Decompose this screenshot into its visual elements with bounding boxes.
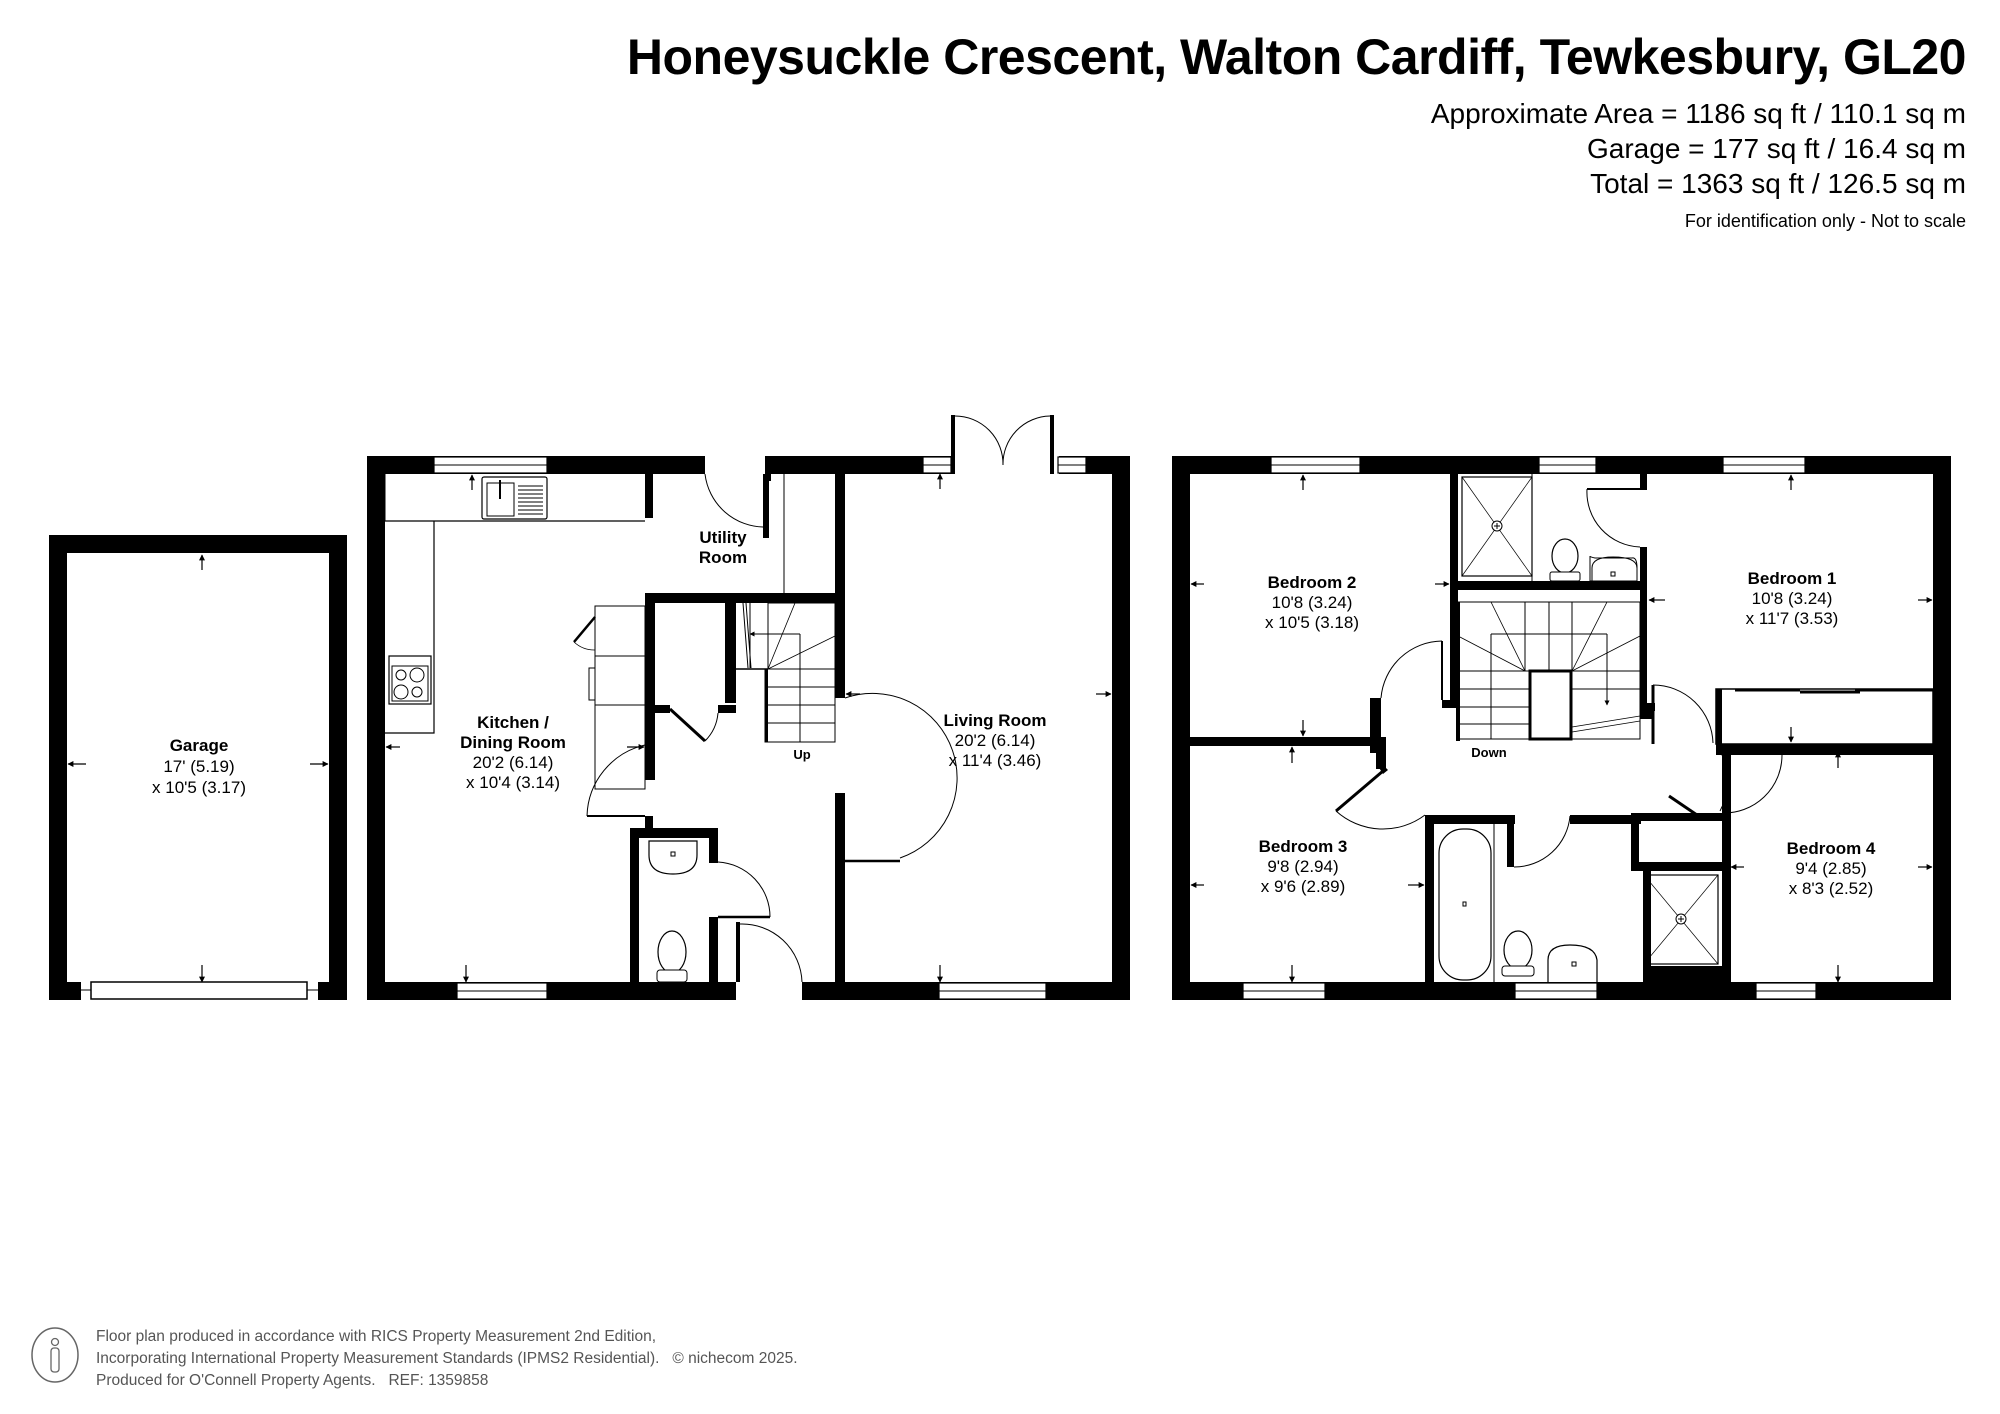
bath-icon	[1438, 828, 1492, 981]
footer-line-2: Incorporating International Property Mea…	[96, 1350, 660, 1367]
utility-label-2: Room	[699, 548, 747, 567]
bedroom1-dim-2: x 11'7 (3.53)	[1746, 609, 1839, 628]
front-door	[739, 923, 803, 983]
french-door-left	[954, 415, 1004, 466]
scale-disclaimer: For identification only - Not to scale	[1684, 211, 1966, 231]
living-dim-2: x 11'4 (3.46)	[949, 751, 1042, 770]
bedroom1-dim-1: 10'8 (3.24)	[1752, 589, 1833, 608]
bedroom3-label: Bedroom 3	[1259, 837, 1348, 856]
toilet-icon	[657, 930, 687, 974]
garage-dim-2: x 10'5 (3.17)	[152, 778, 246, 797]
hob-icon	[388, 655, 432, 705]
bedroom4-dim-1: 9'4 (2.85)	[1795, 859, 1866, 878]
toilet-icon	[1551, 538, 1579, 574]
kitchen-label-2: Dining Room	[460, 733, 566, 752]
wardrobe	[1715, 688, 1934, 745]
footer-copyright: © nichecom 2025.	[672, 1350, 798, 1367]
bedroom2-dim-1: 10'8 (3.24)	[1272, 593, 1353, 612]
garage-door	[90, 981, 308, 1000]
stairs-up-label: Up	[793, 747, 810, 762]
ground-wc	[630, 828, 803, 983]
kitchen-label-1: Kitchen /	[477, 713, 549, 732]
staircase-down: Down	[1456, 601, 1641, 760]
garage-dim-1: 17' (5.19)	[163, 757, 234, 776]
living-label: Living Room	[944, 711, 1047, 730]
property-title: Honeysuckle Crescent, Walton Cardiff, Te…	[626, 29, 1967, 85]
living-dim-1: 20'2 (6.14)	[955, 731, 1036, 750]
bedroom1-label: Bedroom 1	[1748, 569, 1837, 588]
bedroom3-dim-1: 9'8 (2.94)	[1267, 857, 1338, 876]
utility-label-1: Utility	[699, 528, 747, 547]
kitchen-dim-1: 20'2 (6.14)	[473, 753, 554, 772]
total-area: Total = 1363 sq ft / 126.5 sq m	[1590, 168, 1966, 199]
basin-icon	[648, 840, 698, 875]
stairs-down-label: Down	[1471, 745, 1506, 760]
french-door-right	[1002, 415, 1051, 466]
ground-floor-plan: Up	[367, 415, 1130, 1000]
approximate-area: Approximate Area = 1186 sq ft / 110.1 sq…	[1430, 98, 1966, 129]
bedroom4-label: Bedroom 4	[1787, 839, 1876, 858]
footer-ref: REF: 1359858	[388, 1372, 489, 1389]
area-summary: Approximate Area = 1186 sq ft / 110.1 sq…	[1431, 96, 1966, 232]
first-floor-plan: Down	[1172, 456, 1951, 1000]
person-info-icon	[31, 1327, 79, 1383]
garage-area: Garage = 177 sq ft / 16.4 sq m	[1587, 133, 1966, 164]
kitchen-counter	[384, 474, 646, 790]
staircase-up: Up	[731, 602, 836, 762]
toilet-icon	[1503, 930, 1533, 970]
bedroom2-dim-2: x 10'5 (3.18)	[1265, 613, 1359, 632]
bedroom2-label: Bedroom 2	[1268, 573, 1357, 592]
footer: Floor plan produced in accordance with R…	[30, 1326, 798, 1392]
garage-plan: Garage 17' (5.19) x 10'5 (3.17)	[49, 535, 347, 1000]
footer-line-3: Produced for O'Connell Property Agents.	[96, 1372, 376, 1389]
bedroom3-dim-2: x 9'6 (2.89)	[1261, 877, 1346, 896]
bedroom4-dim-2: x 8'3 (2.52)	[1789, 879, 1874, 898]
footer-line-1: Floor plan produced in accordance with R…	[96, 1328, 657, 1345]
garage-label: Garage	[170, 736, 229, 755]
kitchen-dim-2: x 10'4 (3.14)	[466, 773, 560, 792]
